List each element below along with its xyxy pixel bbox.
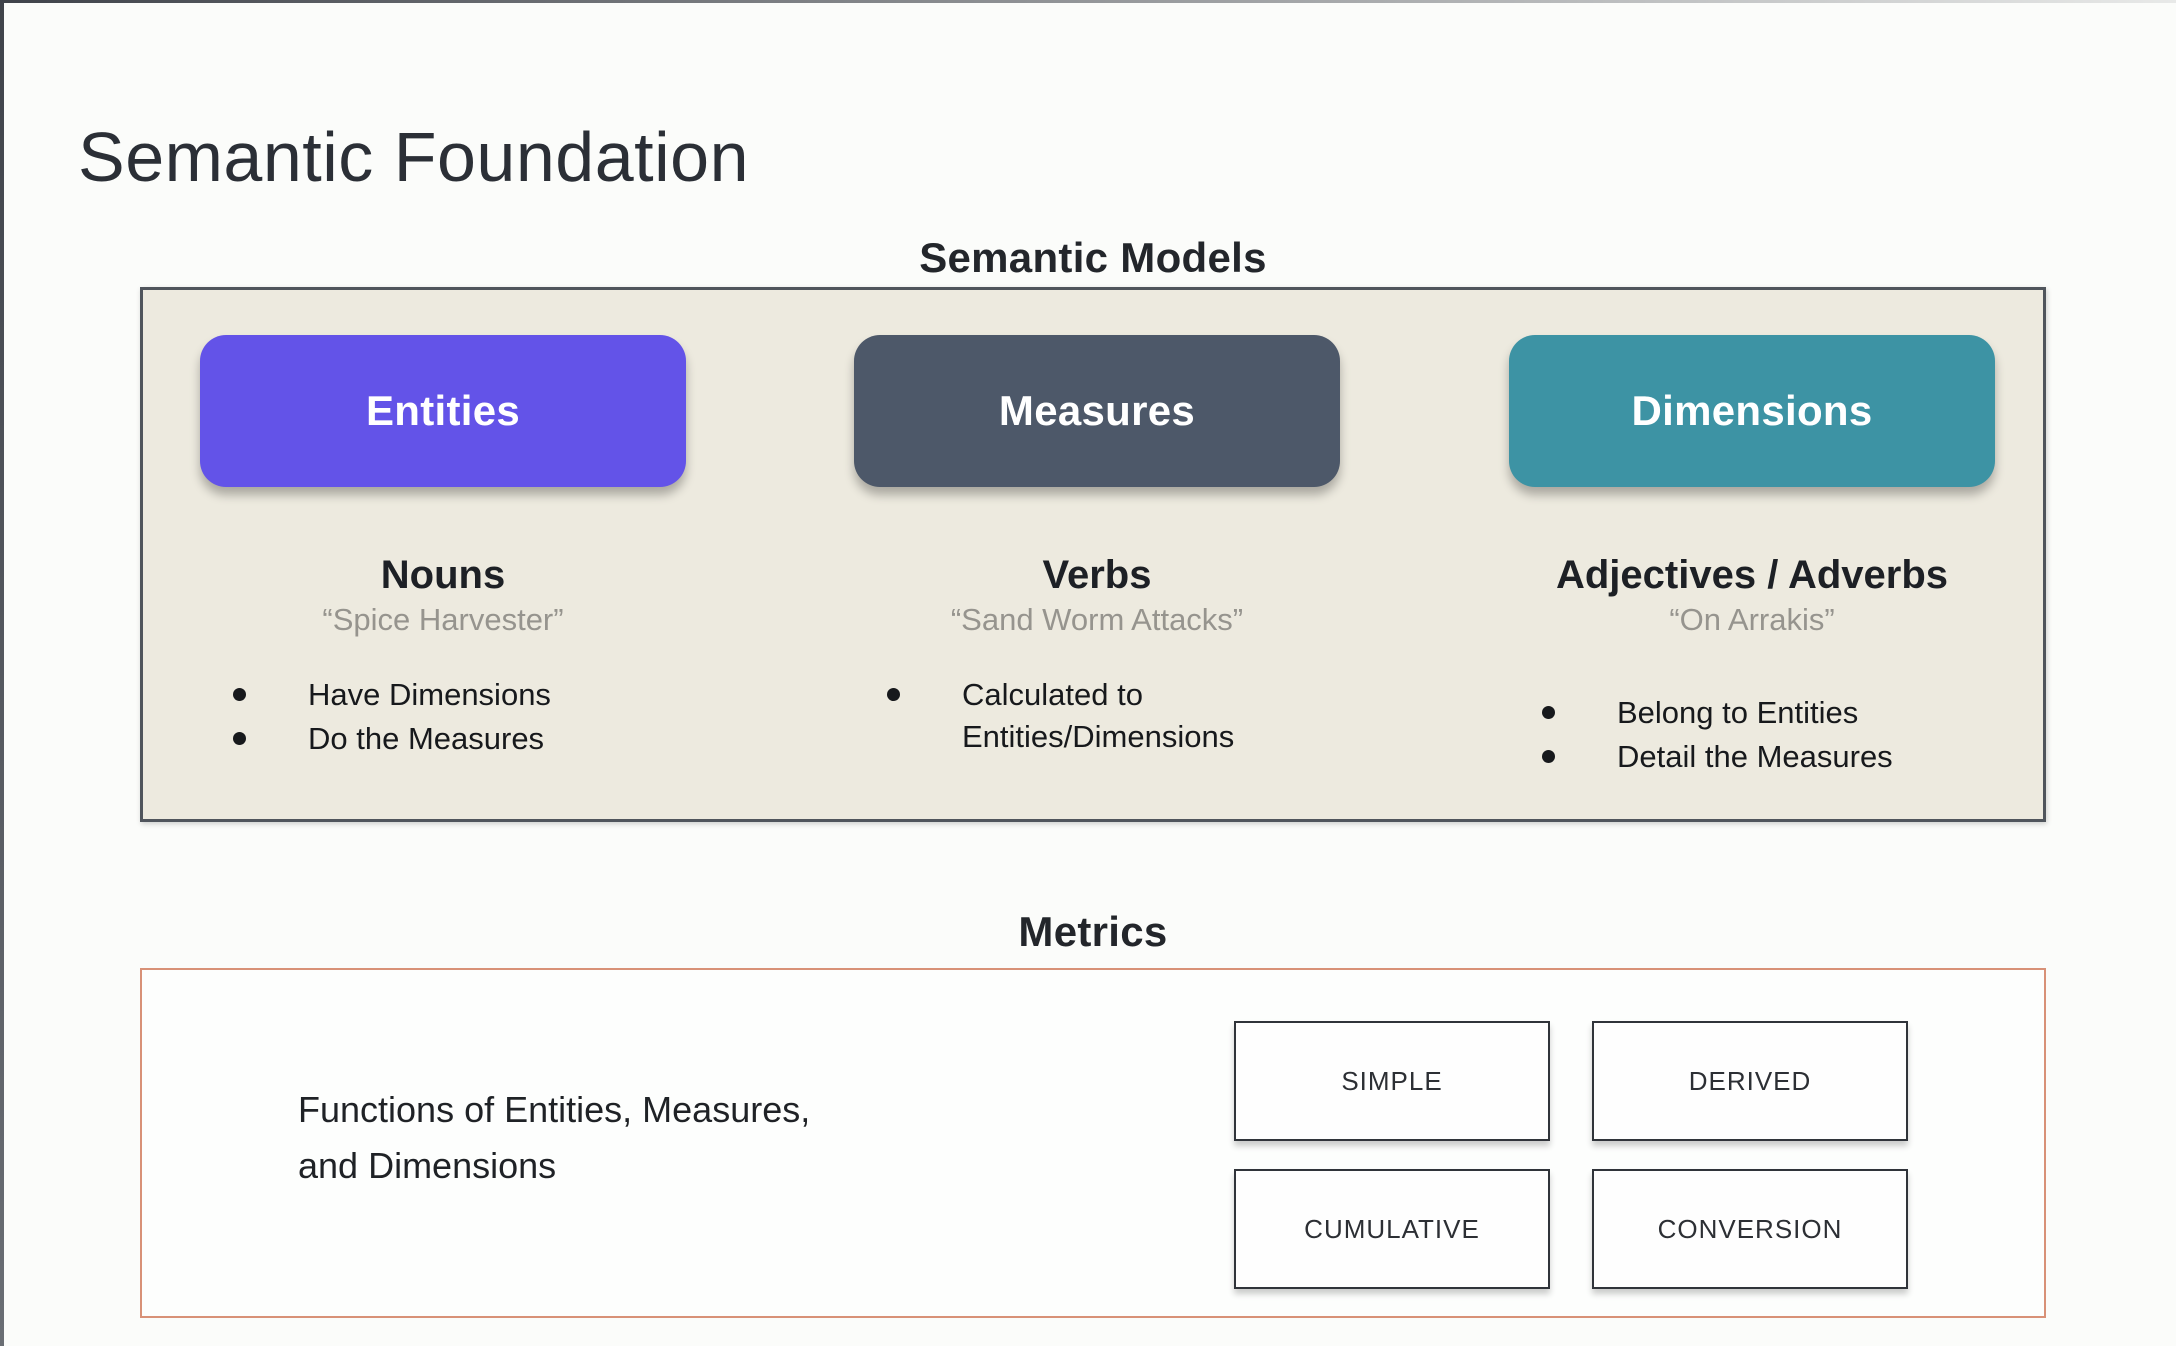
metrics-heading: Metrics [1018,908,1168,955]
window-border-top [0,0,2176,3]
semantic-column-measures: Measures Verbs “Sand Worm Attacks” Calcu… [837,290,1357,758]
bullet-dot-icon [887,688,900,701]
bullet-item: Belong to Entities [1542,692,2012,734]
entities-button: Entities [200,335,686,487]
metrics-panel: Functions of Entities, Measures, and Dim… [140,968,2046,1318]
metric-type-derived: DERIVED [1592,1021,1908,1141]
metric-type-label: DERIVED [1688,1065,1812,1096]
measures-word-type: Verbs [1042,553,1152,597]
slide-title: Semantic Foundation [78,117,750,196]
bullet-item: Have Dimensions [233,674,703,716]
metric-type-label: CUMULATIVE [1304,1213,1480,1244]
bullet-dot-icon [233,731,246,745]
window-border-left [0,0,4,1346]
metric-types-grid: SIMPLE DERIVED CUMULATIVE CONVERSION [1234,1021,1908,1289]
semantic-column-entities: Entities Nouns “Spice Harvester” Have Di… [183,290,703,760]
measures-bullet-list: Calculated to Entities/Dimensions [837,674,1357,758]
dimensions-button: Dimensions [1509,335,1995,487]
entities-word-type: Nouns [380,553,506,597]
bullet-item: Detail the Measures [1542,736,2012,778]
bullet-item: Do the Measures [233,718,703,760]
measures-example-quote: “Sand Worm Attacks” [950,602,1244,637]
bullet-dot-icon [1542,749,1555,763]
bullet-dot-icon [233,688,246,701]
measures-button: Measures [854,335,1340,487]
metric-type-conversion: CONVERSION [1592,1169,1908,1289]
entities-example-quote: “Spice Harvester” [322,602,564,637]
metric-type-cumulative: CUMULATIVE [1234,1169,1550,1289]
metrics-description: Functions of Entities, Measures, and Dim… [298,1089,811,1186]
dimensions-example-quote: “On Arrakis” [1669,602,1835,637]
bullet-item: Calculated to Entities/Dimensions [887,674,1357,758]
metric-type-label: CONVERSION [1657,1213,1843,1244]
metric-type-label: SIMPLE [1341,1065,1443,1096]
semantic-models-panel: Entities Nouns “Spice Harvester” Have Di… [140,287,2046,822]
semantic-column-dimensions: Dimensions Adjectives / Adverbs “On Arra… [1492,290,2012,778]
metric-type-simple: SIMPLE [1234,1021,1550,1141]
entities-bullet-list: Have Dimensions Do the Measures [183,674,703,760]
dimensions-bullet-list: Belong to Entities Detail the Measures [1492,692,2012,778]
dimensions-word-type: Adjectives / Adverbs [1555,553,1948,597]
semantic-models-heading: Semantic Models [919,234,1267,281]
bullet-dot-icon [1542,706,1555,719]
